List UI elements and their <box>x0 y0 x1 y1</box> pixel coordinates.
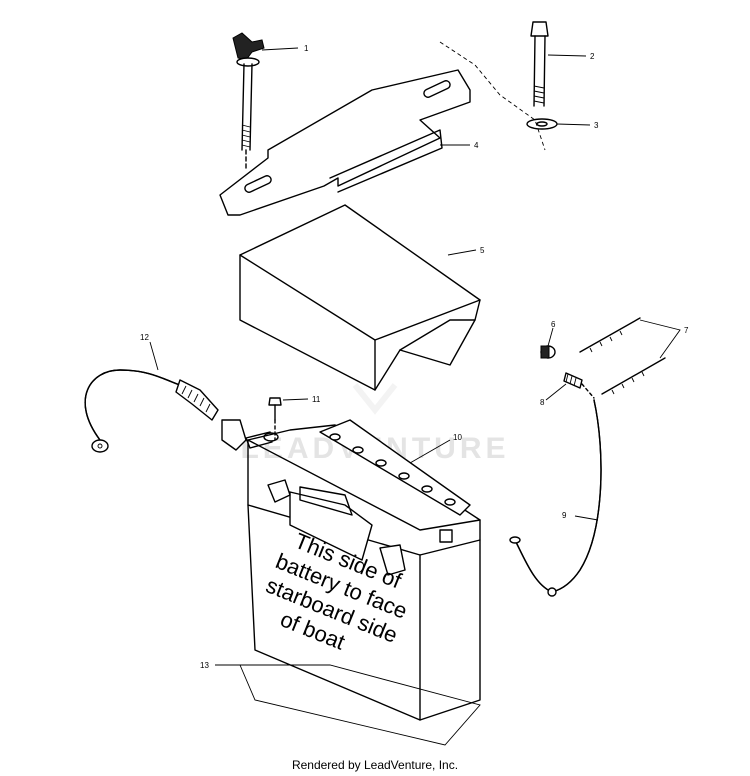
negative-cable-part-12[interactable] <box>84 369 279 453</box>
battery-part-13[interactable]: This side of battery to face starboard s… <box>239 419 481 746</box>
callout-10: 10 <box>453 433 462 442</box>
washer-part-3[interactable] <box>526 118 558 130</box>
callout-7: 7 <box>684 326 689 335</box>
bolt-part-2[interactable] <box>530 21 549 107</box>
callout-5: 5 <box>480 246 485 255</box>
screw-part-11[interactable] <box>268 397 282 441</box>
cable-ties-part-7[interactable] <box>579 317 666 395</box>
callout-8: 8 <box>540 398 545 407</box>
callout-3: 3 <box>594 121 599 130</box>
battery-cover-part-5[interactable] <box>239 204 481 391</box>
bracket-part-4[interactable] <box>219 69 471 216</box>
callout-13: 13 <box>200 661 209 670</box>
fitting-part-8[interactable] <box>563 372 595 399</box>
plug-part-6[interactable] <box>540 345 556 359</box>
callout-12: 12 <box>140 333 149 342</box>
vent-hose-part-9[interactable] <box>509 399 602 597</box>
callout-2: 2 <box>590 52 595 61</box>
wing-bolt-part-1[interactable] <box>232 32 265 171</box>
battery-vent-caps <box>329 433 456 506</box>
callout-4: 4 <box>474 141 479 150</box>
callout-9: 9 <box>562 511 567 520</box>
callout-1: 1 <box>304 44 309 53</box>
footer-credit: Rendered by LeadVenture, Inc. <box>291 758 459 772</box>
callout-6: 6 <box>551 320 556 329</box>
callout-11: 11 <box>312 395 321 404</box>
